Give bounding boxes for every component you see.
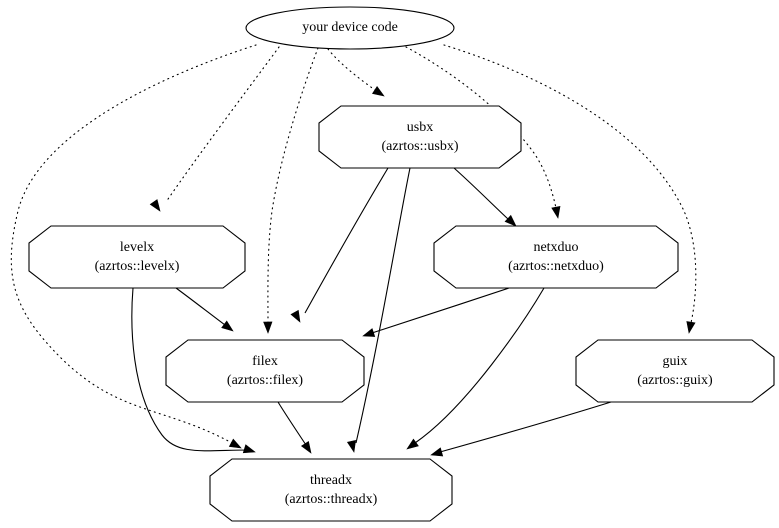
edge-line [277, 401, 307, 446]
edge-device-to-guix [443, 44, 697, 334]
arrowhead-icon [371, 85, 385, 97]
edge-device-to-usbx [327, 48, 385, 97]
arrowhead-icon [362, 328, 376, 337]
edge-levelx-to-filex [175, 287, 234, 332]
edge-line [175, 287, 226, 326]
node-label-namespace: (azrtos::filex) [227, 373, 304, 388]
node-label-namespace: (azrtos::usbx) [382, 139, 459, 154]
arrowhead-icon [504, 214, 517, 227]
edges-layer [10, 44, 697, 457]
edge-line [371, 287, 510, 334]
arrowhead-icon [263, 321, 273, 334]
node-octagon-shape[interactable] [28, 225, 246, 289]
edge-filex-to-threadx [277, 401, 312, 454]
edge-line [443, 44, 697, 324]
arrowhead-icon [346, 439, 356, 453]
node-label-namespace: (azrtos::guix) [637, 373, 713, 388]
node-levelx[interactable]: levelx(azrtos::levelx) [28, 225, 246, 289]
node-octagon-shape[interactable] [318, 105, 522, 169]
edge-line [439, 401, 612, 453]
edge-netxduo-to-threadx [406, 287, 545, 450]
node-label-namespace: (azrtos::threadx) [285, 492, 378, 507]
arrowhead-icon [242, 444, 256, 454]
node-threadx[interactable]: threadx(azrtos::threadx) [209, 458, 453, 522]
node-label-namespace: (azrtos::levelx) [95, 259, 180, 274]
edge-guix-to-threadx [430, 401, 612, 457]
node-label-primary: netxduo [533, 240, 578, 255]
edge-line [327, 48, 376, 91]
node-label-primary: usbx [407, 120, 433, 135]
arrowhead-icon [228, 438, 242, 449]
node-octagon-shape[interactable] [575, 339, 775, 403]
node-octagon-shape[interactable] [165, 339, 365, 403]
edge-line [355, 167, 411, 444]
node-ellipse-shape[interactable] [245, 6, 455, 50]
nodes-layer: your device codeusbx(azrtos::usbx)levelx… [28, 6, 775, 522]
node-label-primary: threadx [310, 473, 352, 488]
arrowhead-icon [290, 309, 301, 323]
arrowhead-icon [551, 206, 561, 219]
edge-usbx-to-filex [290, 167, 389, 323]
arrowhead-icon [221, 320, 234, 332]
edge-line [165, 46, 280, 203]
edge-usbx-to-threadx [346, 167, 411, 453]
node-guix[interactable]: guix(azrtos::guix) [575, 339, 775, 403]
node-label-primary: your device code [302, 20, 398, 35]
arrowhead-icon [300, 440, 312, 454]
edge-line [453, 167, 509, 220]
edge-device-to-filex [263, 47, 319, 334]
node-usbx[interactable]: usbx(azrtos::usbx) [318, 105, 522, 169]
edge-usbx-to-netxduo [453, 167, 517, 227]
edge-device-to-netxduo [405, 46, 561, 219]
arrowhead-icon [149, 199, 161, 212]
edge-device-to-levelx [149, 46, 280, 212]
edge-line [414, 287, 545, 444]
edge-levelx-to-threadx [131, 287, 256, 454]
node-octagon-shape[interactable] [209, 458, 453, 522]
node-label-primary: levelx [120, 240, 154, 255]
edge-line [304, 167, 389, 314]
node-label-namespace: (azrtos::netxduo) [508, 259, 604, 274]
node-octagon-shape[interactable] [433, 225, 679, 289]
node-device[interactable]: your device code [245, 6, 455, 50]
edge-line [267, 47, 319, 324]
node-label-primary: filex [252, 354, 278, 369]
edge-device-to-threadx [10, 44, 257, 449]
arrowhead-icon [686, 321, 696, 334]
edge-line [131, 287, 251, 452]
node-netxduo[interactable]: netxduo(azrtos::netxduo) [433, 225, 679, 289]
edge-line [405, 46, 557, 209]
edge-netxduo-to-filex [362, 287, 510, 337]
node-filex[interactable]: filex(azrtos::filex) [165, 339, 365, 403]
arrowhead-icon [430, 447, 444, 457]
node-label-primary: guix [663, 354, 688, 369]
arrowhead-icon [406, 438, 419, 450]
